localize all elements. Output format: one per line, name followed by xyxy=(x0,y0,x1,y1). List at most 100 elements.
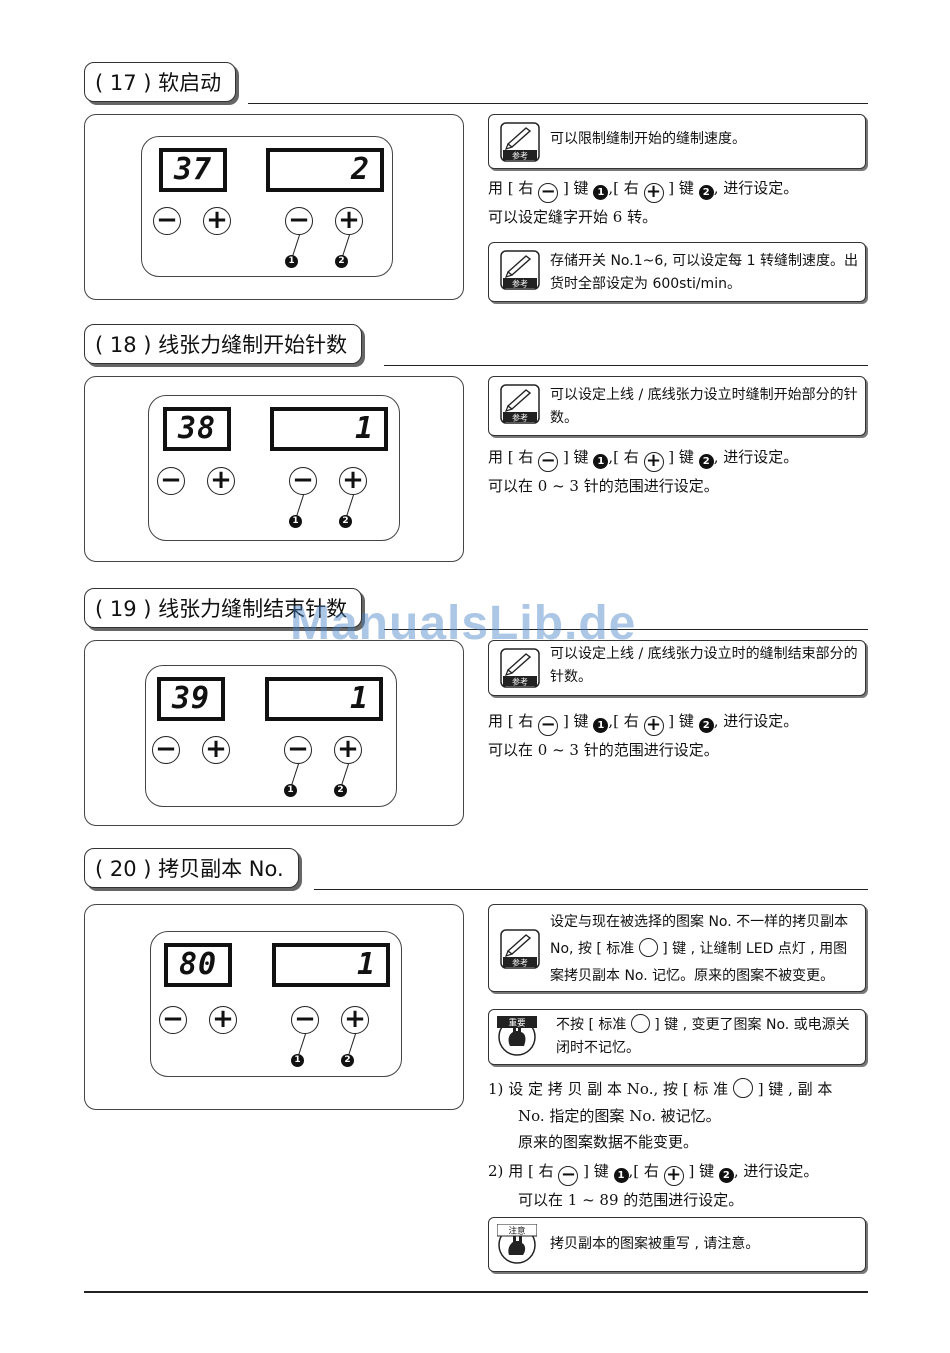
right-plus-button[interactable]: + xyxy=(339,467,367,495)
minus-key-icon: − xyxy=(538,452,559,472)
instruction-text: 用 [ 右 − ] 键 1,[ 右 + ] 键 2, 进行设定。 可以设定缝字开… xyxy=(488,179,799,226)
number-1-icon: 1 xyxy=(593,718,609,733)
svg-text:参考: 参考 xyxy=(512,958,528,968)
setting-value-display: 1 xyxy=(265,677,383,721)
svg-text:重要: 重要 xyxy=(508,1018,526,1029)
operation-panel: 37 2 − + − + 1 2 xyxy=(141,136,393,277)
function-code-display: 38 xyxy=(163,407,231,451)
number-2-icon: 2 xyxy=(698,185,714,200)
instruction-text: 用 [ 右 − ] 键 1,[ 右 + ] 键 2, 进行设定。 可以在 0 ~… xyxy=(488,712,799,759)
left-plus-button[interactable]: + xyxy=(207,467,235,495)
function-code-display: 37 xyxy=(159,148,227,192)
section-rule xyxy=(248,103,868,104)
step-2: 2) 用 [ 右 − ] 键 1,[ 右 + ] 键 2, 进行设定。 可以在 … xyxy=(488,1162,819,1209)
standard-key-icon xyxy=(732,1078,753,1098)
callout-line xyxy=(348,1033,357,1056)
callout-number-1: 1 xyxy=(291,1054,304,1067)
section-title-18: ( 18 ) 线张力缝制开始针数 xyxy=(84,324,363,364)
panel-figure-20: 80 1 − + − + 1 2 xyxy=(84,904,464,1110)
left-plus-button[interactable]: + xyxy=(202,736,230,764)
callout-number-2: 2 xyxy=(339,515,352,528)
operation-panel: 38 1 − + − + 1 2 xyxy=(148,395,400,541)
left-minus-button[interactable]: − xyxy=(157,467,185,495)
callout-line xyxy=(291,763,300,786)
caution-icon: 注意 xyxy=(497,1224,537,1264)
reference-icon: 参考 xyxy=(500,648,540,688)
setting-value-display: 1 xyxy=(272,943,390,987)
number-2-icon: 2 xyxy=(698,718,714,733)
section-rule xyxy=(314,889,868,890)
section-title-19: ( 19 ) 线张力缝制结束针数 xyxy=(84,588,363,628)
callout-line xyxy=(296,494,305,517)
right-minus-button[interactable]: − xyxy=(285,207,313,235)
function-code-display: 80 xyxy=(164,943,232,987)
number-1-icon: 1 xyxy=(593,454,609,469)
function-code-display: 39 xyxy=(157,677,225,721)
reference-note: 参考 设定与现在被选择的图案 No. 不一样的拷贝副本 No, 按 [ 标准 ]… xyxy=(488,904,866,992)
section-rule xyxy=(384,629,868,630)
section-title-20: ( 20 ) 拷贝副本 No. xyxy=(84,848,299,888)
right-minus-button[interactable]: − xyxy=(291,1006,319,1034)
callout-line xyxy=(292,234,301,257)
right-plus-button[interactable]: + xyxy=(334,736,362,764)
number-1-icon: 1 xyxy=(613,1168,629,1183)
operation-panel: 39 1 − + − + 1 2 xyxy=(145,665,397,807)
number-2-icon: 2 xyxy=(718,1168,734,1183)
operation-panel: 80 1 − + − + 1 2 xyxy=(150,931,402,1077)
standard-key-icon xyxy=(630,1014,650,1033)
callout-number-2: 2 xyxy=(334,784,347,797)
left-minus-button[interactable]: − xyxy=(152,736,180,764)
note-text: 设定与现在被选择的图案 No. 不一样的拷贝副本 No, 按 [ 标准 ] 键 … xyxy=(550,914,849,984)
note-text: 可以设定上线 / 底线张力设立时的缝制结束部分的针数。 xyxy=(550,646,858,685)
note-text: 存储开关 No.1~6, 可以设定每 1 转缝制速度。出货时全部设定为 600s… xyxy=(550,253,858,292)
right-plus-button[interactable]: + xyxy=(341,1006,369,1034)
callout-number-1: 1 xyxy=(285,255,298,268)
note-text: 不按 [ 标准 ] 键 , 变更了图案 No. 或电源关闭时不记忆。 xyxy=(556,1014,859,1060)
setting-value-display: 1 xyxy=(270,407,388,451)
note-text: 拷贝副本的图案被重写 , 请注意。 xyxy=(550,1236,760,1252)
reference-icon: 参考 xyxy=(500,250,540,290)
important-note: 重要 不按 [ 标准 ] 键 , 变更了图案 No. 或电源关闭时不记忆。 xyxy=(488,1009,866,1065)
number-2-icon: 2 xyxy=(698,454,714,469)
svg-text:参考: 参考 xyxy=(512,677,528,687)
panel-figure-18: 38 1 − + − + 1 2 xyxy=(84,376,464,562)
reference-note: 参考 可以设定上线 / 底线张力设立时的缝制结束部分的针数。 xyxy=(488,640,866,696)
page-bottom-rule xyxy=(84,1291,868,1293)
minus-key-icon: − xyxy=(538,183,559,203)
plus-key-icon: + xyxy=(663,1166,684,1186)
step-1: 1) 设 定 拷 贝 副 本 No., 按 [ 标 准 ] 键 , 副 本 No… xyxy=(488,1078,833,1151)
watermark: ManualsLib.de xyxy=(290,597,637,650)
callout-line xyxy=(342,234,351,257)
note-text: 可以限制缝制开始的缝制速度。 xyxy=(550,131,746,147)
svg-text:注意: 注意 xyxy=(508,1226,525,1237)
callout-number-2: 2 xyxy=(335,255,348,268)
right-plus-button[interactable]: + xyxy=(335,207,363,235)
svg-text:参考: 参考 xyxy=(512,279,528,289)
reference-note: 参考 可以限制缝制开始的缝制速度。 xyxy=(488,114,866,169)
reference-icon: 参考 xyxy=(500,122,540,162)
plus-key-icon: + xyxy=(643,452,664,472)
callout-number-2: 2 xyxy=(341,1054,354,1067)
note-text: 可以设定上线 / 底线张力设立时缝制开始部分的针数。 xyxy=(550,387,858,426)
callout-number-1: 1 xyxy=(289,515,302,528)
number-1-icon: 1 xyxy=(593,185,609,200)
left-minus-button[interactable]: − xyxy=(159,1006,187,1034)
panel-figure-19: 39 1 − + − + 1 2 xyxy=(84,640,464,826)
left-plus-button[interactable]: + xyxy=(203,207,231,235)
svg-text:参考: 参考 xyxy=(512,151,528,161)
right-minus-button[interactable]: − xyxy=(289,467,317,495)
reference-note: 参考 可以设定上线 / 底线张力设立时缝制开始部分的针数。 xyxy=(488,376,866,436)
callout-line xyxy=(298,1033,307,1056)
left-plus-button[interactable]: + xyxy=(209,1006,237,1034)
plus-key-icon: + xyxy=(643,716,664,736)
reference-note: 参考 存储开关 No.1~6, 可以设定每 1 转缝制速度。出货时全部设定为 6… xyxy=(488,242,866,302)
important-icon: 重要 xyxy=(497,1016,537,1056)
setting-value-display: 2 xyxy=(266,148,384,192)
callout-number-1: 1 xyxy=(284,784,297,797)
svg-text:参考: 参考 xyxy=(512,413,528,423)
reference-icon: 参考 xyxy=(500,929,540,969)
right-minus-button[interactable]: − xyxy=(284,736,312,764)
left-minus-button[interactable]: − xyxy=(153,207,181,235)
section-title-17: ( 17 ) 软启动 xyxy=(84,62,237,102)
panel-figure-17: 37 2 − + − + 1 2 xyxy=(84,114,464,300)
